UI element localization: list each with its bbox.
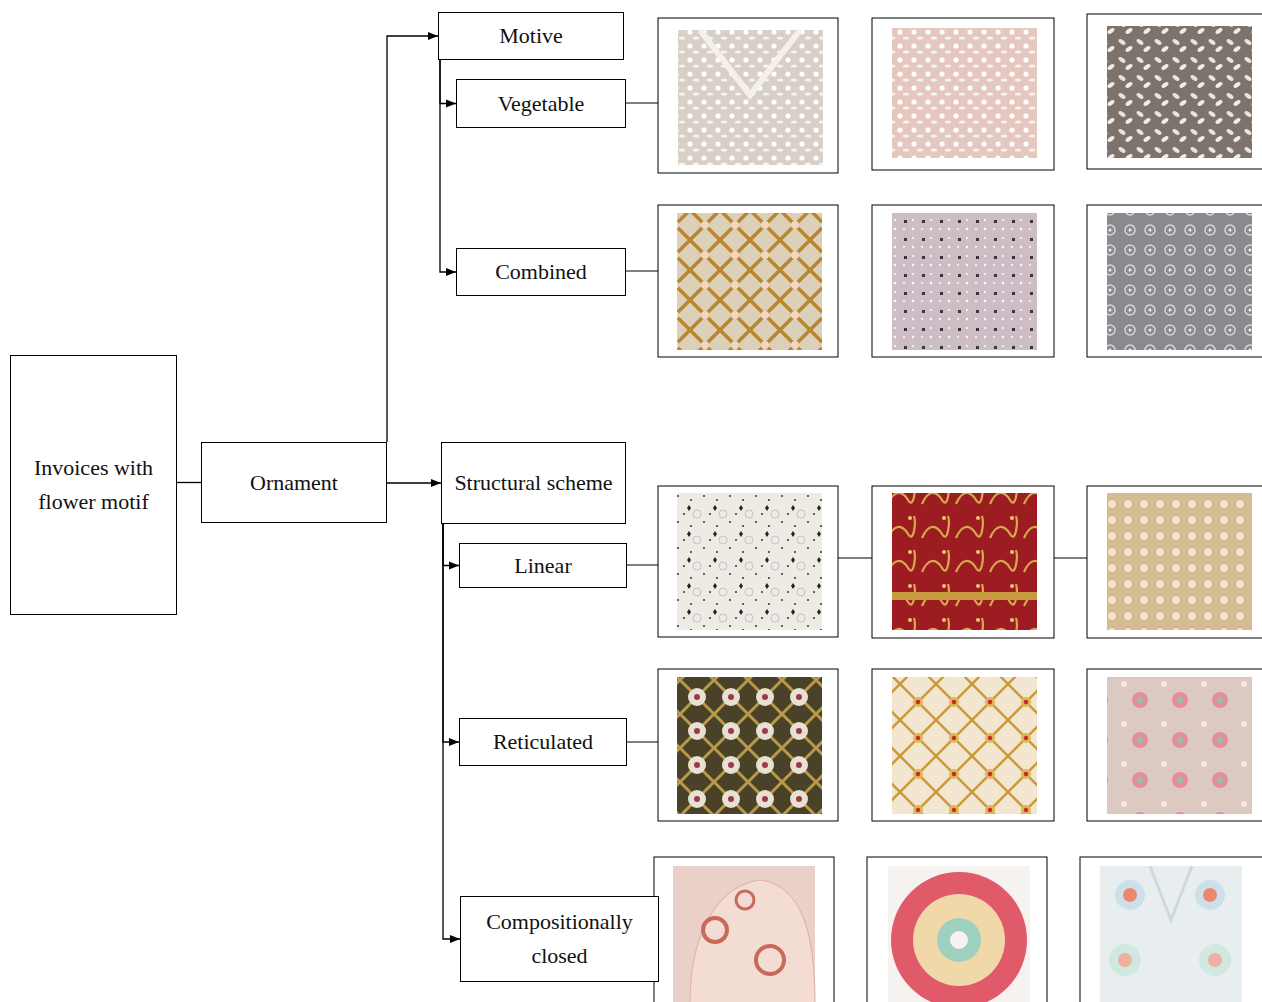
illustration-shape <box>1107 493 1252 630</box>
process-box: Ornament <box>201 442 387 523</box>
connector-arrow <box>177 482 201 483</box>
connector-arrow <box>387 482 441 483</box>
illustration-shape <box>756 946 784 974</box>
process-box: Combined <box>456 248 626 296</box>
illustration-shape <box>654 857 834 1002</box>
illustration-shape <box>913 894 1005 986</box>
illustration-shape <box>690 880 815 1002</box>
process-box: Linear <box>459 543 627 588</box>
process-box: Invoices with flower motif <box>10 355 177 615</box>
illustration-shape <box>892 677 1037 814</box>
process-box: Compositionally closed <box>460 896 659 982</box>
process-box: Vegetable <box>456 79 626 128</box>
illustration-shape <box>658 486 838 637</box>
connector-arrow <box>440 60 456 104</box>
illustration-shape <box>872 205 1054 357</box>
connector-arrow <box>387 36 438 442</box>
illustration-shape <box>892 493 1037 630</box>
process-box: Reticulated <box>459 718 627 766</box>
illustration-shape <box>1107 213 1252 350</box>
illustration-shape <box>627 565 658 566</box>
illustration-shape <box>677 493 822 630</box>
illustration-shape <box>1199 944 1231 976</box>
illustration-shape <box>1203 888 1217 902</box>
illustration-shape <box>937 918 981 962</box>
connector-arrow <box>440 60 456 272</box>
illustration-shape <box>891 872 1027 1002</box>
node-text: Vegetable <box>494 87 589 121</box>
illustration-shape <box>892 28 1037 158</box>
node-text: Structural scheme <box>450 466 616 500</box>
illustration-shape <box>950 931 968 949</box>
illustration-shape <box>626 271 658 272</box>
node-text: Ornament <box>246 466 342 500</box>
process-box: Motive <box>438 12 624 60</box>
illustration-shape <box>703 918 727 942</box>
illustration-shape <box>1100 866 1242 1002</box>
illustration-shape <box>1195 880 1225 910</box>
node-text: Compositionally closed <box>461 905 658 973</box>
illustration-shape <box>677 493 822 630</box>
node-text: Linear <box>510 549 575 583</box>
illustration-shape <box>677 677 822 814</box>
illustration-shape <box>658 18 838 173</box>
illustration-shape <box>892 592 1037 600</box>
illustration-shape <box>658 669 838 821</box>
illustration-shape <box>678 30 823 165</box>
illustration-shape <box>892 213 1037 350</box>
illustration-shape <box>1208 953 1222 967</box>
illustration-shape <box>677 213 822 350</box>
illustration-shape <box>892 677 1037 814</box>
illustration-shape <box>626 103 658 104</box>
illustration-shape <box>1087 486 1262 638</box>
illustration-shape <box>1123 888 1137 902</box>
illustration-shape <box>1107 26 1252 158</box>
connector-arrow <box>443 524 459 566</box>
node-text: Combined <box>491 255 591 289</box>
illustration-shape <box>673 866 815 1002</box>
illustration-shape <box>1054 558 1087 559</box>
illustration-shape <box>677 677 822 814</box>
connector-arrow <box>443 524 459 742</box>
illustration-shape <box>872 18 1054 170</box>
node-text: Reticulated <box>489 725 597 759</box>
illustration-shape <box>1150 866 1192 920</box>
illustration-shape <box>892 493 1037 630</box>
illustration-shape <box>867 857 1047 1002</box>
illustration-shape <box>627 742 658 743</box>
illustration-shape <box>892 28 1037 158</box>
illustration-shape <box>736 891 754 909</box>
illustration-shape <box>677 213 822 350</box>
illustration-shape <box>1115 880 1145 910</box>
illustration-shape <box>872 486 1054 638</box>
connector-arrow <box>443 524 460 939</box>
illustration-shape <box>1080 857 1262 1002</box>
illustration-shape <box>1109 944 1141 976</box>
illustration-shape <box>678 30 823 165</box>
illustration-shape <box>1087 14 1262 169</box>
illustration-shape <box>1087 205 1262 357</box>
process-box: Structural scheme <box>441 442 626 524</box>
illustration-shape <box>892 213 1037 350</box>
illustration-shape <box>1118 953 1132 967</box>
node-text: Invoices with flower motif <box>11 451 176 519</box>
illustration-shape <box>1107 26 1252 158</box>
node-text: Motive <box>495 19 567 53</box>
illustration-shape <box>1107 677 1252 814</box>
illustration-shape <box>1107 677 1252 814</box>
illustration-shape <box>658 205 838 357</box>
illustration-shape <box>1107 493 1252 630</box>
illustration-shape <box>838 558 872 559</box>
illustration-shape <box>700 30 800 95</box>
illustration-shape <box>872 669 1054 821</box>
illustration-shape <box>1107 213 1252 350</box>
illustration-shape <box>1087 669 1262 821</box>
